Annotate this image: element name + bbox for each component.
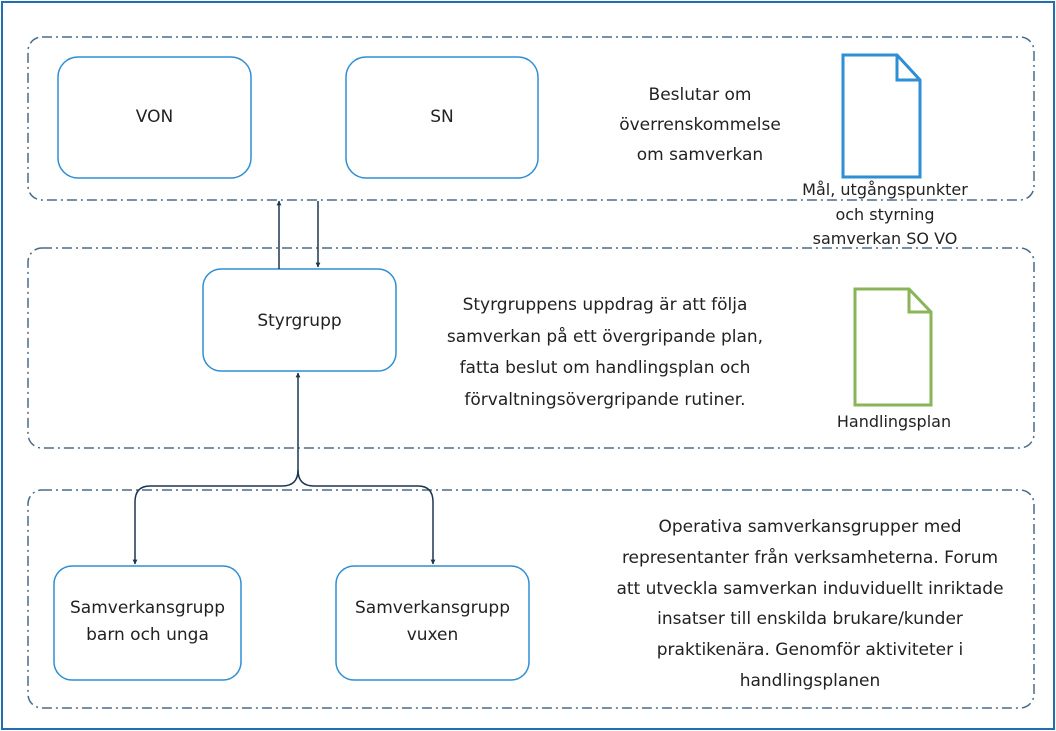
top-text-line: om samverkan bbox=[637, 145, 763, 165]
box-line: Samverkansgrupp bbox=[355, 598, 510, 618]
bottom-group-text: Operativa samverkansgrupper med represen… bbox=[616, 517, 1003, 691]
doc-caption-line: Mål, utgångspunkter bbox=[802, 180, 968, 199]
middle-text-line: förvaltningsövergripande rutiner. bbox=[464, 390, 745, 410]
box-line: barn och unga bbox=[86, 625, 209, 645]
middle-group-container bbox=[27, 247, 1035, 449]
bottom-text-line: handlingsplanen bbox=[740, 671, 881, 691]
top-group-container bbox=[27, 36, 1035, 201]
box-line: Samverkansgrupp bbox=[70, 598, 225, 618]
middle-group-text: Styrgruppens uppdrag är att följa samver… bbox=[447, 295, 763, 410]
middle-text-line: Styrgruppens uppdrag är att följa bbox=[463, 295, 748, 315]
bottom-text-line: praktikenära. Genomför aktiviteter i bbox=[657, 640, 963, 660]
bottom-text-line: representanter från verksamheterna. Foru… bbox=[622, 547, 998, 568]
top-group-text: Beslutar om överrenskommelse om samverka… bbox=[619, 85, 781, 165]
branch-to-vuxen bbox=[297, 469, 436, 565]
styrgrupp-label: Styrgrupp bbox=[257, 311, 341, 331]
document-icon bbox=[841, 53, 922, 179]
samverkansgrupp-barn-box bbox=[53, 565, 242, 681]
styrgrupp-box bbox=[202, 268, 397, 372]
sn-label: SN bbox=[430, 107, 454, 127]
von-box bbox=[57, 56, 252, 179]
branch-to-barn bbox=[132, 469, 299, 565]
box-line: vuxen bbox=[407, 625, 459, 645]
von-label: VON bbox=[136, 107, 173, 127]
doc-caption-top: Mål, utgångspunkter och styrning samverk… bbox=[802, 180, 968, 248]
top-text-line: Beslutar om bbox=[649, 85, 752, 105]
bottom-group-container bbox=[27, 489, 1035, 709]
bottom-text-line: insatser till enskilda brukare/kunder bbox=[657, 609, 963, 629]
connectors bbox=[132, 200, 436, 565]
bottom-text-line: Operativa samverkansgrupper med bbox=[658, 517, 961, 537]
doc-caption-handlingsplan: Handlingsplan bbox=[837, 412, 951, 431]
doc-caption-line: samverkan SO VO bbox=[813, 229, 958, 248]
middle-text-line: samverkan på ett övergripande plan, bbox=[447, 326, 763, 347]
bottom-text-line: att utveckla samverkan induviduellt inri… bbox=[616, 579, 1003, 599]
middle-text-line: fatta beslut om handlingsplan och bbox=[460, 358, 751, 378]
samverkansgrupp-vuxen-box bbox=[335, 565, 530, 681]
top-text-line: överrenskommelse bbox=[619, 115, 781, 135]
document-icon bbox=[853, 287, 933, 407]
doc-caption-line: och styrning bbox=[835, 205, 934, 224]
sn-box bbox=[345, 56, 539, 179]
